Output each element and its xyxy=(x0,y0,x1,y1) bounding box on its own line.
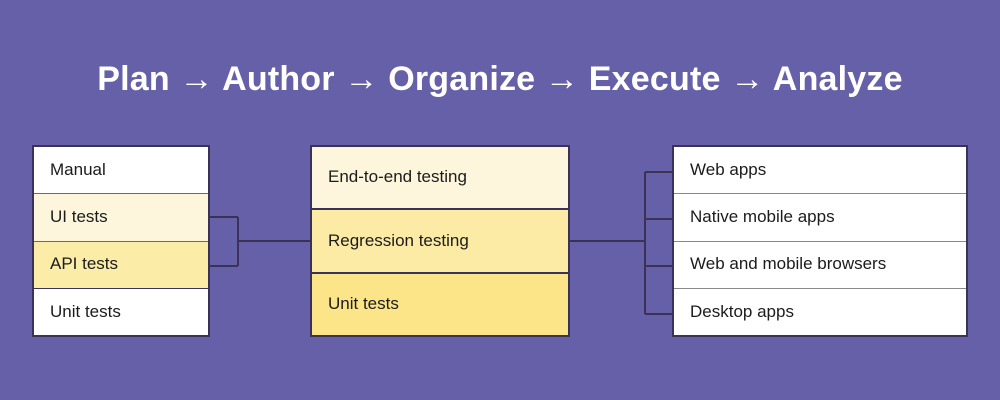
row-label: Native mobile apps xyxy=(690,207,835,227)
row-label: Web and mobile browsers xyxy=(690,254,887,274)
list-item[interactable]: Web apps xyxy=(674,147,966,194)
test-levels-box: End-to-end testing Regression testing Un… xyxy=(310,145,570,337)
left-bracket-connector xyxy=(210,216,310,267)
list-item[interactable]: Native mobile apps xyxy=(674,193,966,241)
row-label: Web apps xyxy=(690,159,767,179)
list-item[interactable]: Unit tests xyxy=(312,271,568,335)
platforms-box: Web apps Native mobile apps Web and mobi… xyxy=(672,145,968,337)
list-item[interactable]: UI tests xyxy=(34,193,208,241)
list-item[interactable]: Unit tests xyxy=(34,287,208,335)
row-label: Desktop apps xyxy=(690,301,794,321)
test-types-box: Manual UI tests API tests Unit tests xyxy=(32,145,210,337)
list-item[interactable]: Desktop apps xyxy=(674,287,966,335)
page-title: Plan → Author → Organize → Execute → Ana… xyxy=(97,60,903,98)
row-label: Unit tests xyxy=(328,294,399,314)
right-bracket-connector xyxy=(570,171,672,315)
row-label: UI tests xyxy=(50,207,108,227)
row-label: Manual xyxy=(50,159,106,179)
row-label: API tests xyxy=(50,254,119,274)
list-item[interactable]: Manual xyxy=(34,147,208,194)
list-item[interactable]: Web and mobile browsers xyxy=(674,240,966,288)
list-item[interactable]: API tests xyxy=(34,240,208,288)
list-item[interactable]: End-to-end testing xyxy=(312,147,568,209)
list-item[interactable]: Regression testing xyxy=(312,208,568,272)
row-label: Regression testing xyxy=(328,230,469,250)
row-label: Unit tests xyxy=(50,301,121,321)
row-label: End-to-end testing xyxy=(328,167,467,187)
